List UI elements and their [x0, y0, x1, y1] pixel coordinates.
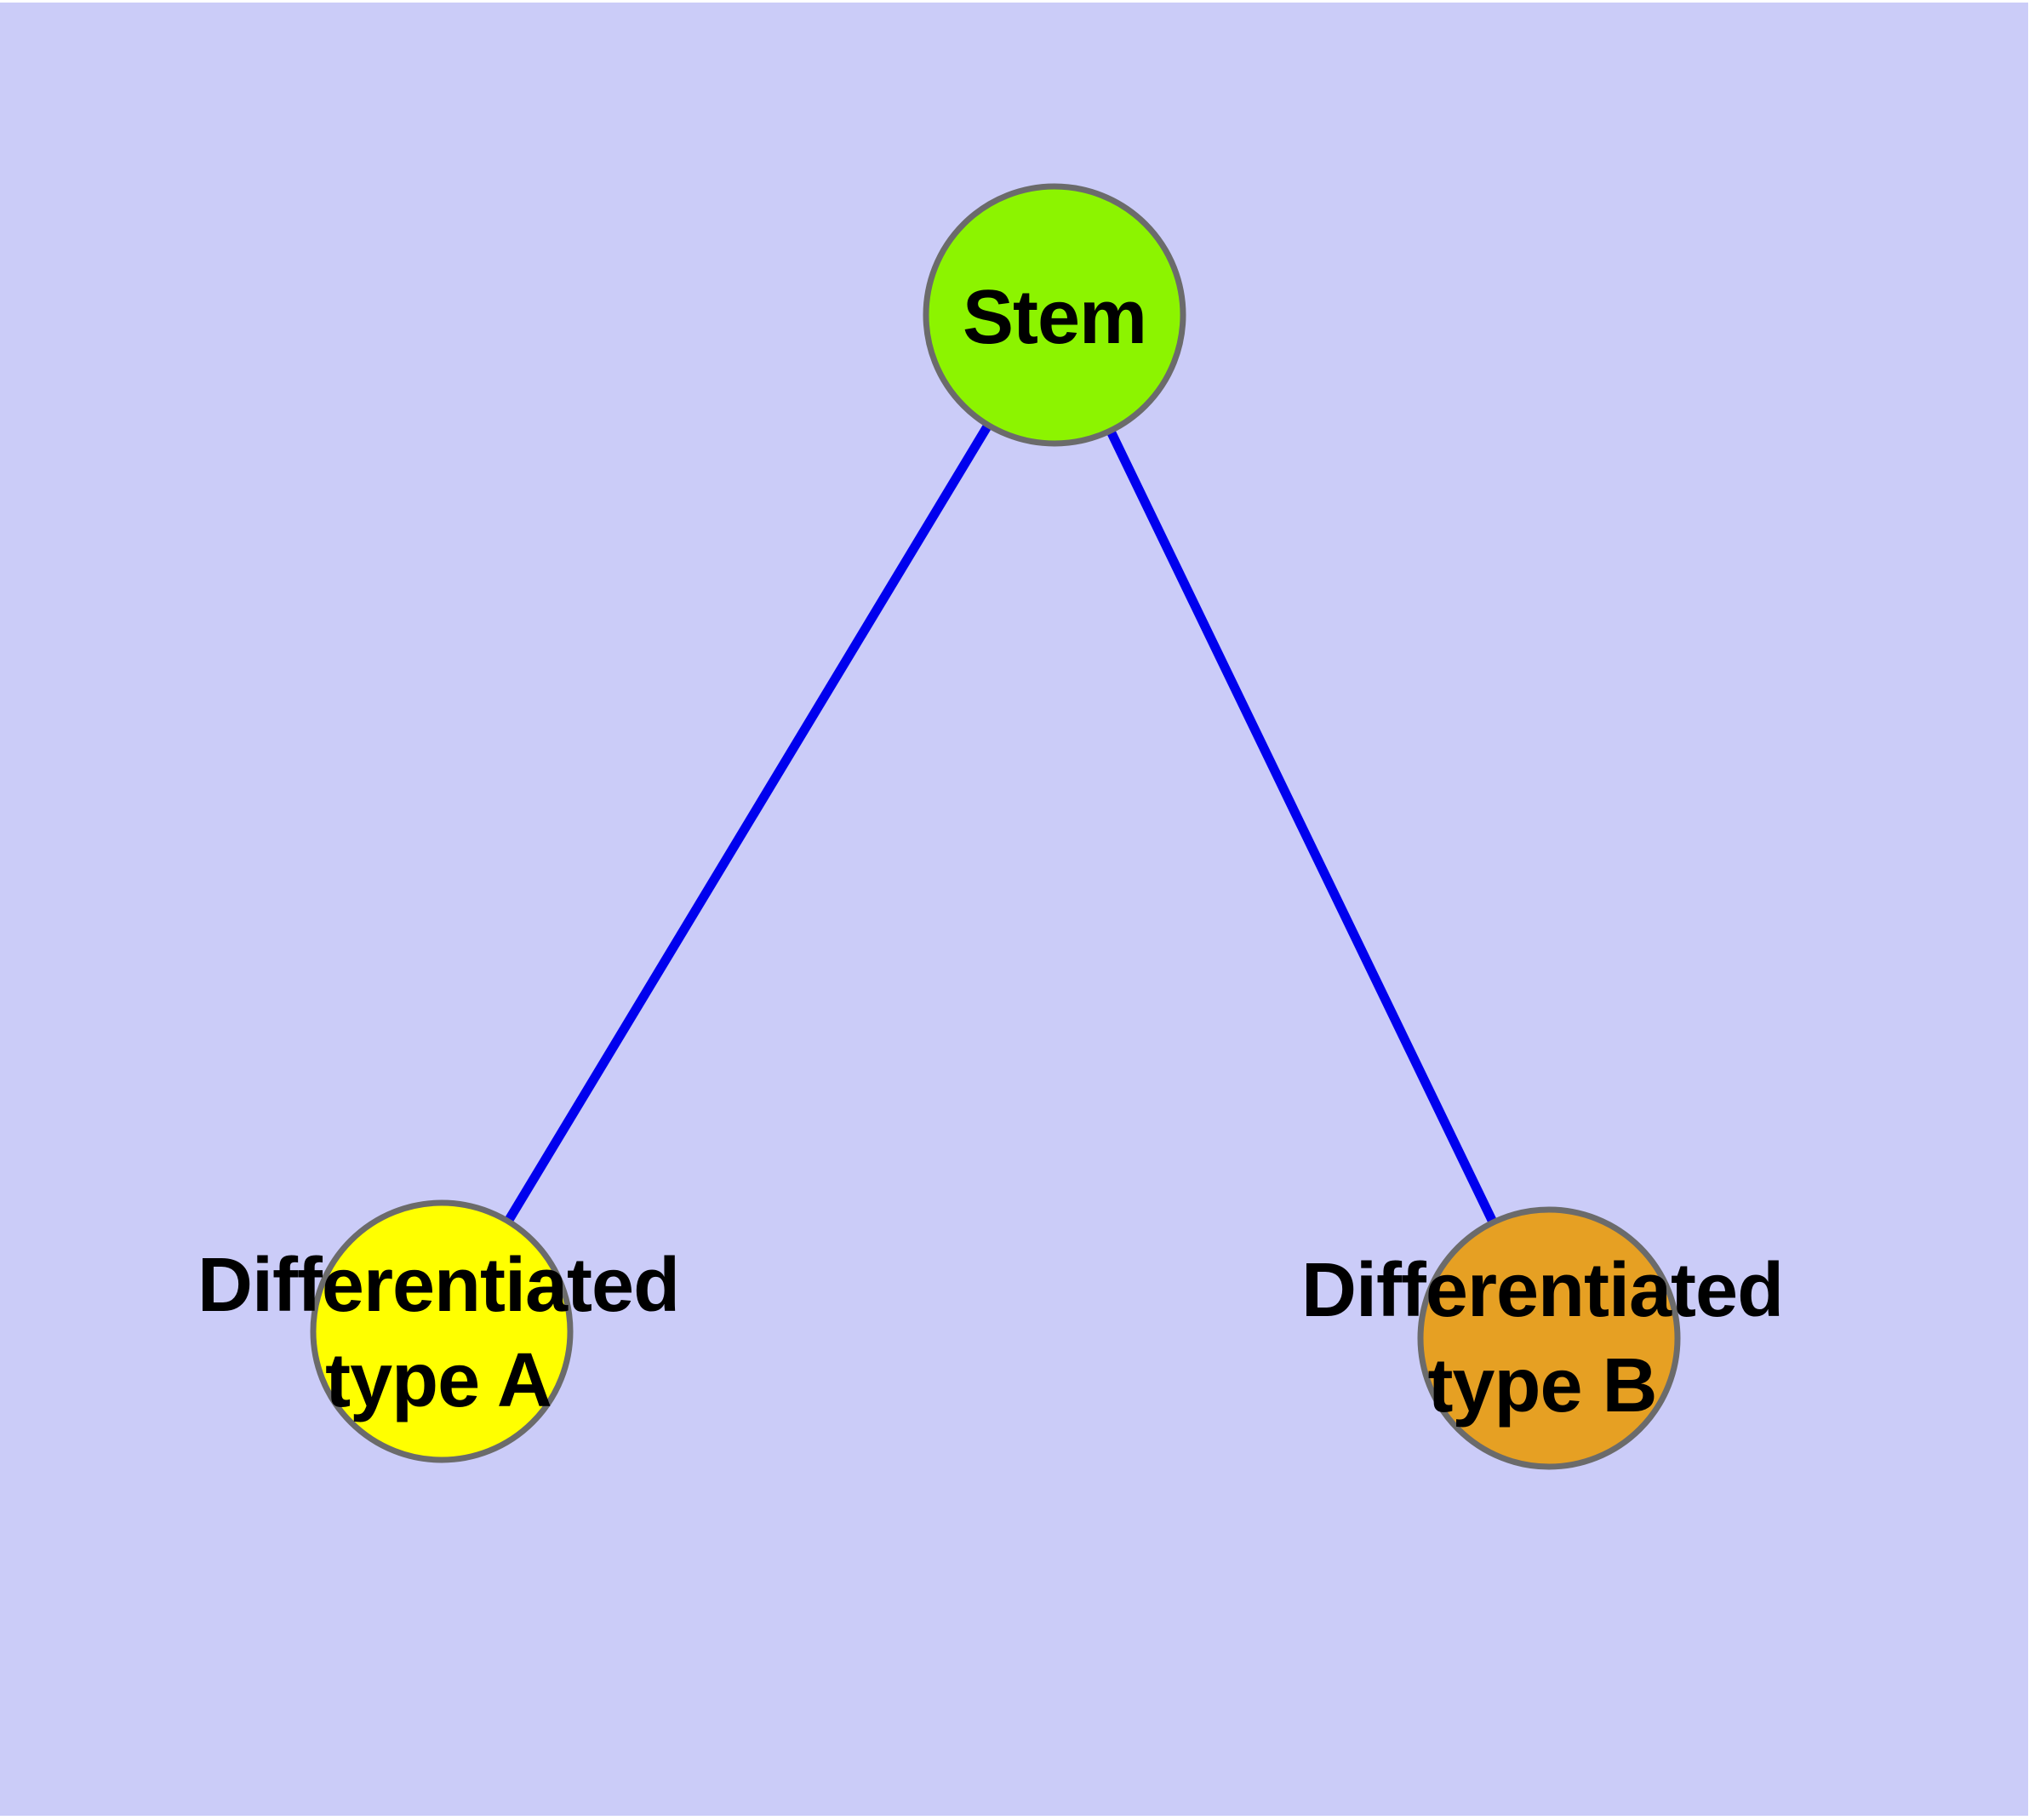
node-differentiated-type-a: [310, 1199, 574, 1463]
node-stem: [923, 183, 1186, 447]
edge-stem-to-type-b: [1050, 312, 1553, 1341]
node-differentiated-type-b: [1417, 1206, 1681, 1470]
edge-stem-to-type-a: [437, 312, 1059, 1334]
